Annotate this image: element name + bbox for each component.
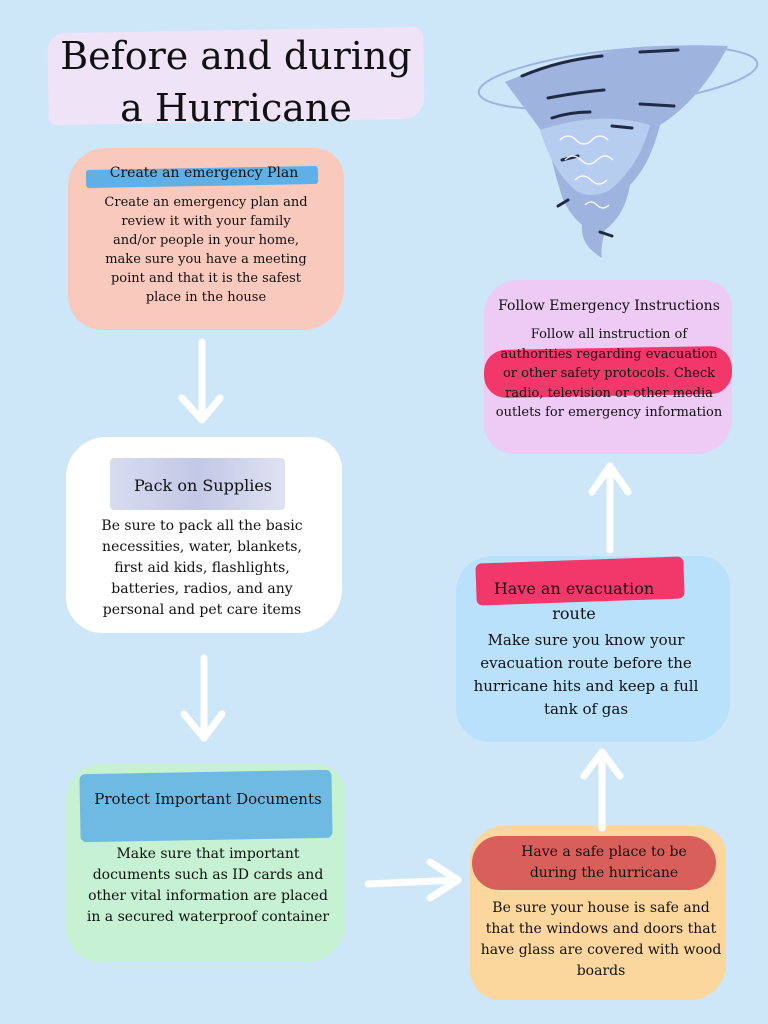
- title-line-1: Before and during: [60, 34, 412, 78]
- step-create-plan-body: Create an emergency plan and review it w…: [104, 195, 308, 305]
- step-create-plan-title: Create an emergency Plan: [109, 165, 299, 181]
- step-protect-documents-title: Protect Important Documents: [94, 790, 322, 808]
- title-line-2: a Hurricane: [120, 86, 352, 130]
- arrow-up-icon: [580, 748, 624, 832]
- step-pack-supplies-body: Be sure to pack all the basic necessitie…: [101, 518, 303, 618]
- highlight-stroke: [472, 836, 716, 890]
- step-evacuation-route-title: Have an evacuation route: [493, 579, 655, 623]
- step-protect-documents-body: Make sure that important documents such …: [86, 846, 330, 925]
- step-follow-instructions-body: Follow all instruction of authorities re…: [495, 327, 723, 420]
- step-safe-place-title: Have a safe place to be during the hurri…: [521, 844, 687, 881]
- page-title: Before and during a Hurricane: [48, 30, 424, 134]
- step-follow-instructions-title: Follow Emergency Instructions: [498, 298, 720, 314]
- arrow-down-icon: [180, 654, 226, 742]
- step-safe-place-body: Be sure your house is safe and that the …: [480, 900, 722, 979]
- watercolor-highlight: [110, 458, 285, 510]
- arrow-right-icon: [364, 858, 462, 902]
- step-evacuation-route-body: Make sure you know your evacuation route…: [473, 631, 699, 718]
- arrow-down-icon: [178, 338, 224, 424]
- step-pack-supplies-title: Pack on Supplies: [133, 476, 272, 495]
- arrow-up-icon: [588, 462, 632, 554]
